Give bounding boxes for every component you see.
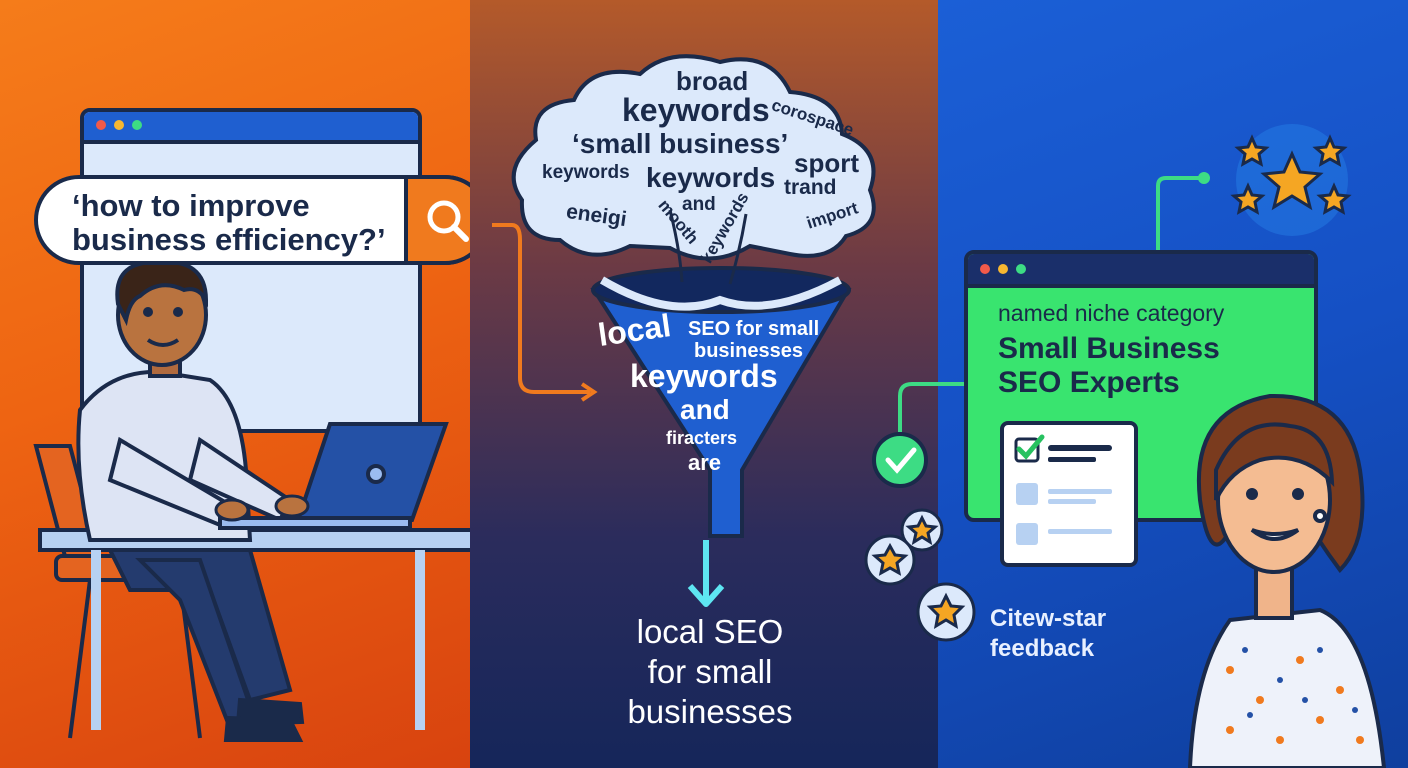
keyword-cloud <box>511 54 876 261</box>
funnel-word: and <box>680 394 730 425</box>
funnel-word: firacters <box>666 428 738 448</box>
niche-title-line: Small Business <box>998 332 1220 365</box>
star-icon <box>871 542 909 576</box>
funnel-word: businesses <box>694 340 803 362</box>
laptop <box>218 422 449 530</box>
cloud-word: sport <box>794 148 859 178</box>
man-torso <box>76 369 293 542</box>
stream-arrows <box>668 209 748 285</box>
cloud-word: keywords <box>542 162 630 183</box>
funnel-word: SEO for small <box>688 318 820 340</box>
woman-illustration <box>1187 393 1387 768</box>
niche-label: named niche category <box>998 300 1225 326</box>
feedback-stars <box>864 508 976 642</box>
cloud-word: broad <box>676 66 749 96</box>
star-cluster <box>1230 124 1352 236</box>
down-arrow-icon <box>687 540 725 607</box>
browser-titlebar <box>84 112 418 144</box>
funnel <box>590 266 852 538</box>
desk <box>38 528 470 730</box>
feedback-line: feedback <box>990 635 1095 662</box>
man-hands <box>214 494 310 522</box>
search-query: ‘how to improve business efficiency?’ <box>72 188 386 257</box>
close-dot-icon <box>96 120 106 130</box>
cloud-word: keywords <box>622 92 770 128</box>
star-icon <box>1230 182 1266 215</box>
caption-line: for small <box>647 653 773 690</box>
man-at-laptop-illustration <box>33 259 470 742</box>
star-icon <box>905 514 939 546</box>
cloud-word: and <box>682 194 716 215</box>
left-panel: ‘how to improve business efficiency?’ <box>0 0 490 768</box>
funnel-word: are <box>688 450 722 475</box>
man-legs <box>106 548 305 742</box>
search-bar[interactable]: ‘how to improve business efficiency?’ <box>34 175 490 265</box>
magnifier-icon <box>427 200 469 242</box>
minimize-dot-icon <box>998 264 1008 274</box>
cloud-word: keywords <box>646 162 776 193</box>
star-icon <box>1312 134 1348 167</box>
star-icon <box>1234 134 1270 167</box>
niche-title-line: SEO Experts <box>998 366 1180 399</box>
minimize-dot-icon <box>114 120 124 130</box>
checklist-illustration <box>1014 434 1112 545</box>
close-dot-icon <box>980 264 990 274</box>
maximize-dot-icon <box>132 120 142 130</box>
star-icon <box>1316 182 1352 215</box>
funnel-word: keywords <box>630 358 778 394</box>
man-head <box>115 259 209 378</box>
checkmark-icon <box>872 432 928 488</box>
caption-line: businesses <box>627 693 793 730</box>
checklist-card <box>1000 421 1138 567</box>
funnel-result-caption: local SEO for small businesses <box>560 612 860 732</box>
caption-line: local SEO <box>636 613 784 650</box>
cloud-word: ‘small business’ <box>572 128 789 159</box>
feedback-label: Citew-star feedback <box>990 604 1106 664</box>
star-icon <box>926 592 966 629</box>
star-icon <box>1260 150 1324 211</box>
browser-titlebar <box>968 254 1314 288</box>
feedback-line: Citew-star <box>990 605 1107 632</box>
maximize-dot-icon <box>1016 264 1026 274</box>
keyword-cloud-and-funnel <box>511 54 876 607</box>
niche-title: Small Business SEO Experts <box>998 332 1220 400</box>
cloud-word: trand <box>784 176 837 199</box>
